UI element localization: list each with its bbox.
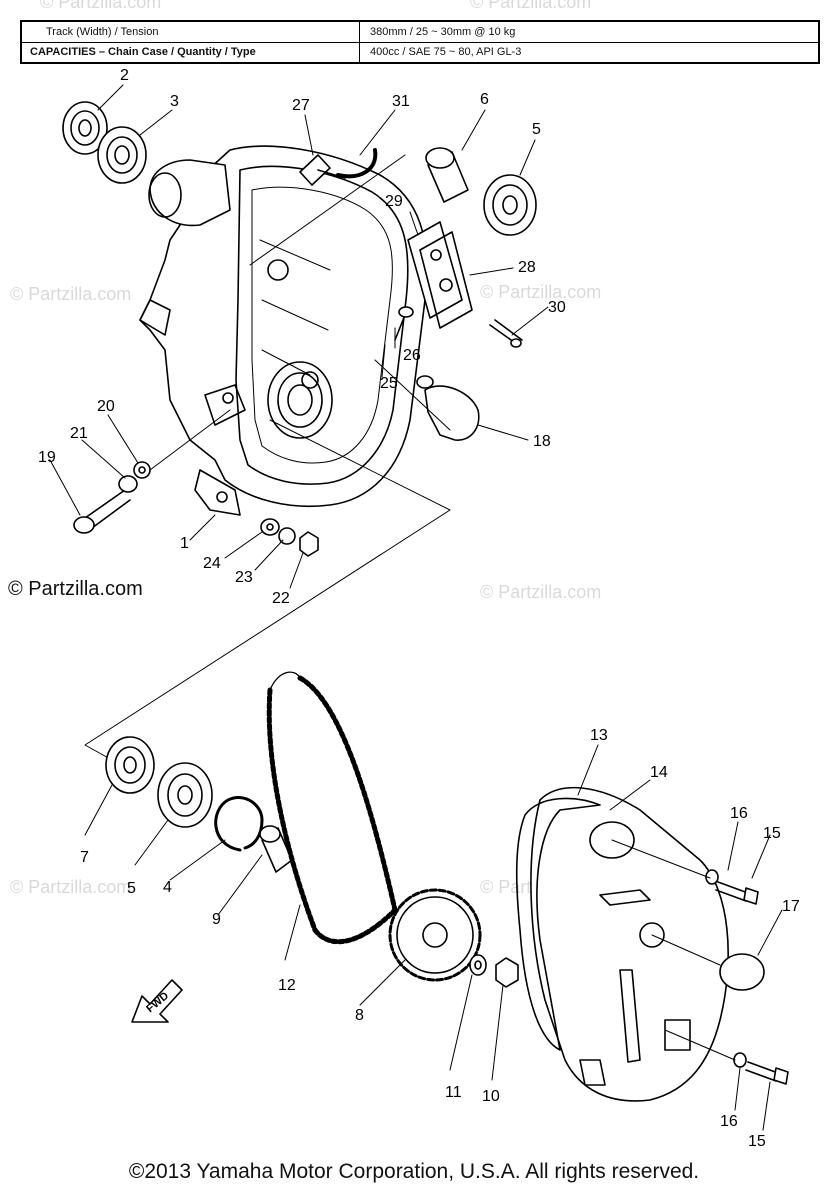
bearing-5 [483,174,537,236]
spec-label-capacities: CAPACITIES – Chain Case / Quantity / Typ… [22,42,360,62]
callout-10: 10 [482,1088,500,1105]
callout-25: 25 [380,375,398,392]
callout-16-lower: 16 [720,1113,738,1130]
spec-table: Track (Width) / Tension 380mm / 25 ~ 30m… [20,20,820,64]
fwd-arrow-icon [131,979,183,1023]
callout-13: 13 [590,727,608,744]
callout-29: 29 [385,193,403,210]
callout-26: 26 [403,347,421,364]
collar-6 [425,147,469,203]
nut-10 [495,957,519,988]
callout-labels: 2 3 27 31 6 5 29 28 30 26 25 18 20 21 19… [38,67,800,1150]
leader-lines-upper [49,84,549,761]
watermark: © Partzilla.com [480,282,602,302]
collar-9 [259,825,293,873]
callout-19: 19 [38,449,56,466]
bolt-19 [73,489,131,534]
washer-16-bottom [733,1052,747,1068]
callout-30: 30 [548,299,566,316]
callout-2: 2 [120,67,129,84]
washer-11 [469,954,487,976]
copyright-footer: ©2013 Yamaha Motor Corporation, U.S.A. A… [128,1160,700,1183]
drive-chain-12 [266,671,398,945]
bolt-15-top [715,881,759,905]
callout-31: 31 [392,93,410,110]
watermark: © Partzilla.com [10,284,132,304]
callout-15: 15 [763,825,781,842]
callout-1: 1 [180,535,189,552]
callout-11: 11 [445,1084,462,1101]
screw-30 [489,319,523,348]
callout-24: 24 [203,555,221,572]
breather-hose-31 [336,148,378,179]
bearing-2 [62,101,108,155]
watermark: © Partzilla.com [10,877,132,897]
callout-28: 28 [518,259,536,276]
spec-value-track: 380mm / 25 ~ 30mm @ 10 kg [370,26,516,38]
watermark: © Partzilla.com [40,0,162,12]
callout-16: 16 [730,805,748,822]
callout-5: 5 [532,121,541,138]
bearing-3 [97,126,147,184]
callout-6: 6 [480,91,489,108]
plate-29 [407,221,463,319]
callout-5-lower: 5 [127,880,136,897]
callout-18: 18 [533,433,551,450]
washer-20 [133,461,151,479]
callout-15-lower: 15 [748,1133,766,1150]
washer-24 [260,518,280,536]
bearing-7 [105,736,155,794]
sprocket-8 [388,888,482,982]
gasket-28 [419,231,473,329]
callout-4: 4 [163,879,172,896]
nut-21 [118,475,138,493]
callout-8: 8 [355,1007,364,1024]
chain-case-housing [139,145,428,516]
watermark-primary: © Partzilla.com [8,578,143,600]
watermark: © Partzilla.com [470,0,592,12]
spec-row-capacities: CAPACITIES – Chain Case / Quantity / Typ… [22,42,818,62]
spec-label-track: Track (Width) / Tension [22,22,360,42]
spec-value-capacities: 400cc / SAE 75 ~ 80, API GL-3 [370,46,522,58]
callout-14: 14 [650,764,668,781]
leader-lines-lower [84,744,783,1131]
callout-21: 21 [70,425,88,442]
plug-17 [719,953,765,991]
callout-23: 23 [235,569,253,586]
callout-22: 22 [272,590,290,607]
callout-9: 9 [212,911,221,928]
bolt-15-bottom [745,1061,789,1085]
spec-row-track: Track (Width) / Tension 380mm / 25 ~ 30m… [22,22,818,43]
bearing-5-lower [157,762,213,828]
nut-22 [299,531,319,557]
callout-12: 12 [278,977,296,994]
callout-17: 17 [782,898,800,915]
chain-tensioner-18 [416,375,480,441]
callout-7: 7 [80,849,89,866]
bolt-26 [394,306,414,341]
chain-case-cover-14 [515,786,729,1102]
circlip-4 [214,796,264,852]
callout-27: 27 [292,97,310,114]
watermark: © Partzilla.com [480,582,602,602]
callout-3: 3 [170,93,179,110]
callout-20: 20 [97,398,115,415]
washer-16-top [705,869,719,885]
